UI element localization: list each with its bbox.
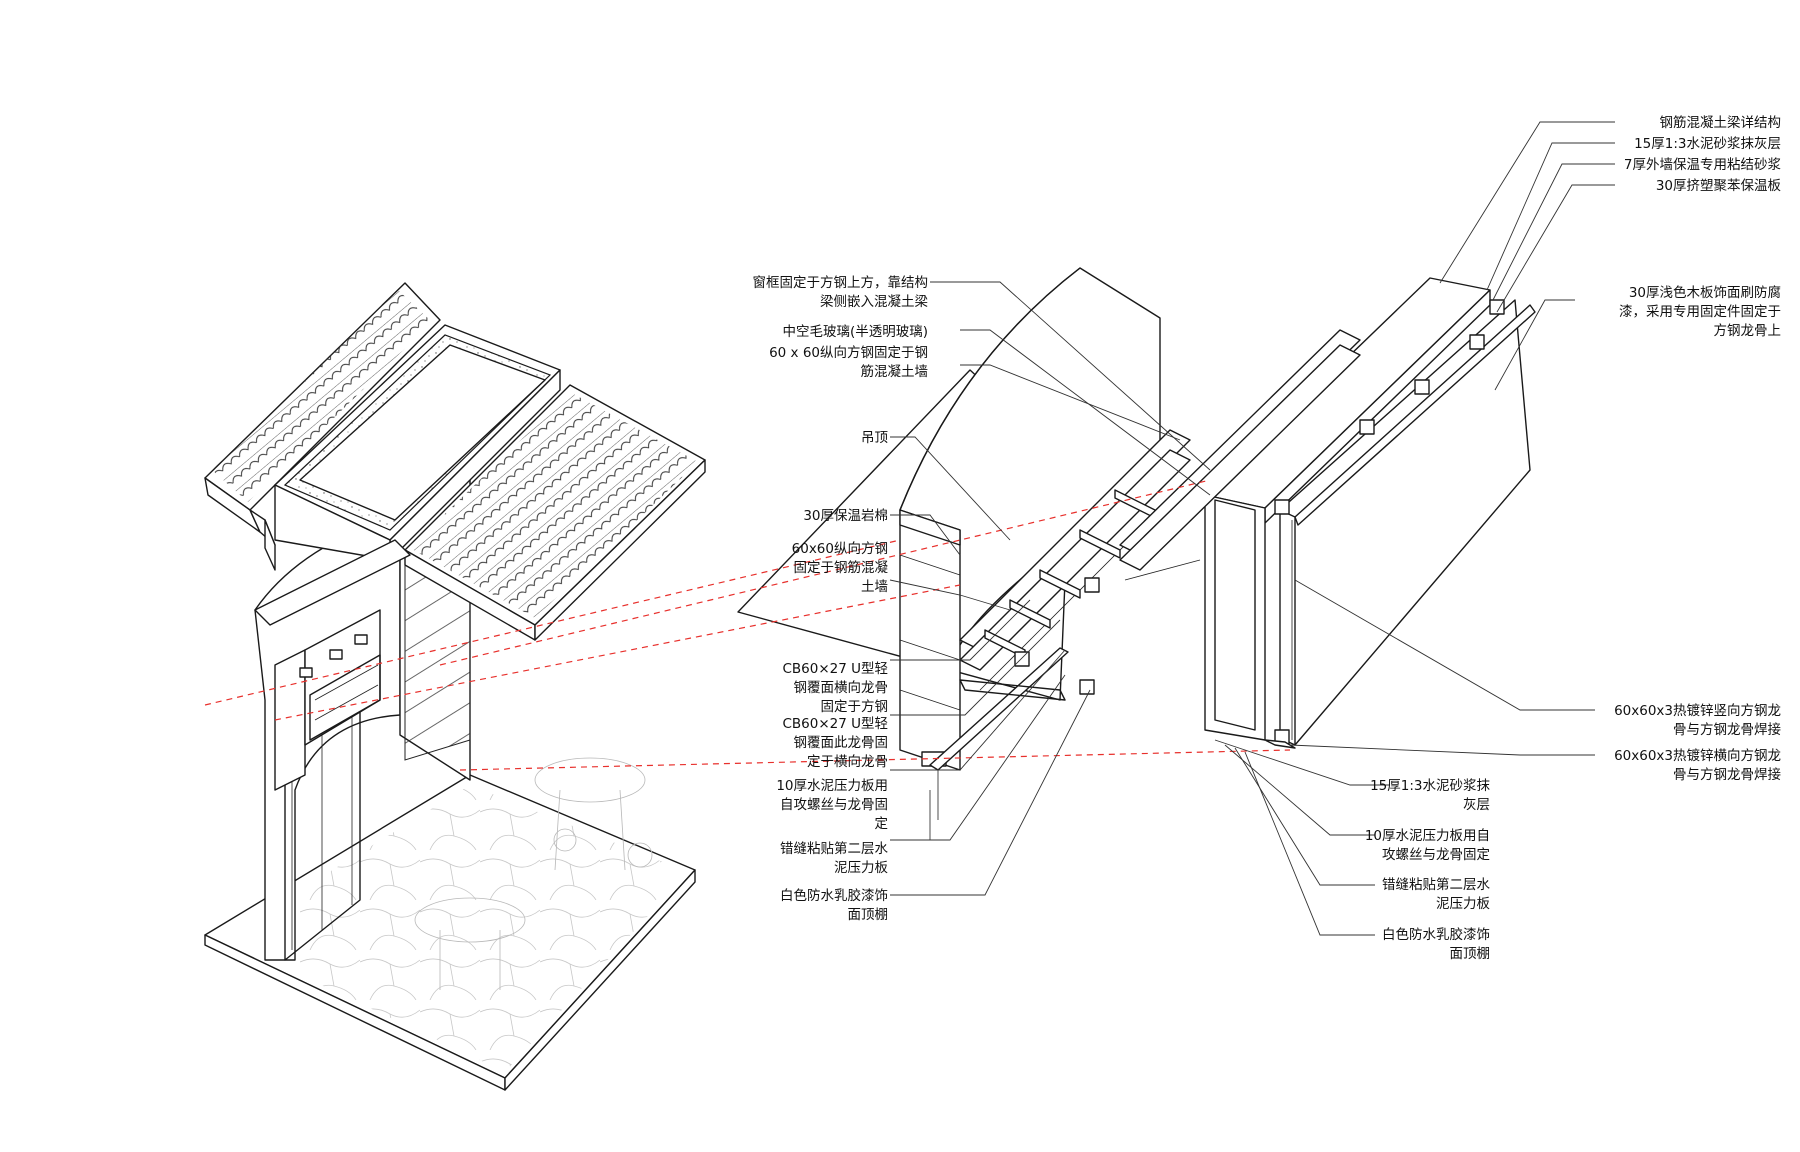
insulation-block xyxy=(899,509,961,771)
labels-right-top-3: 30厚挤塑聚苯保温板 xyxy=(1656,178,1782,194)
cement-board xyxy=(929,647,1069,771)
labels-right-bottom-3: 白色防水乳胶漆饰面顶棚 xyxy=(1382,926,1490,962)
labels-right-steel-1: 60x60x3热镀锌横向方钢龙骨与方钢龙骨焊接 xyxy=(1614,747,1781,783)
skylight-box xyxy=(274,324,561,561)
ceiling-section-axonometric xyxy=(737,267,1191,840)
labels-middle-2: 60 x 60纵向方钢固定于钢筋混凝土墙 xyxy=(769,345,928,380)
labels-right-top-1: 15厚1:3水泥砂浆抹灰层 xyxy=(1634,136,1781,152)
labels-middle-3: 吊顶 xyxy=(861,430,888,446)
labels-right-steel: 60x60x3热镀锌竖向方钢龙骨与方钢龙骨焊接 60x60x3热镀锌横向方钢龙骨与… xyxy=(1614,702,1781,783)
labels-middle-7: CB60×27 U型轻钢覆面此龙骨固定于横向龙骨 xyxy=(782,716,888,770)
labels-right-bottom-1: 10厚水泥压力板用自攻螺丝与龙骨固定 xyxy=(1365,828,1490,863)
leader-lines xyxy=(889,121,1615,936)
labels-right-bottom-2: 错缝粘贴第二层水泥压力板 xyxy=(1382,876,1490,912)
labels-right-wood: 30厚浅色木板饰面刷防腐漆，采用专用固定件固定于方钢龙骨上 xyxy=(1619,284,1781,339)
labels-right-bottom: 15厚1:3水泥砂浆抹灰层 10厚水泥压力板用自攻螺丝与龙骨固定错缝粘贴第二层水泥… xyxy=(1365,778,1491,962)
labels-middle-4: 30厚保温岩棉 xyxy=(803,508,888,524)
labels-middle-6: CB60×27 U型轻钢覆面横向龙骨固定于方钢 xyxy=(782,661,888,715)
labels-right-steel-0: 60x60x3热镀锌竖向方钢龙骨与方钢龙骨焊接 xyxy=(1614,702,1781,738)
labels-middle-5: 60x60纵向方钢固定于钢筋混凝土墙 xyxy=(792,541,889,595)
roof-left xyxy=(204,282,441,571)
house-axonometric xyxy=(204,282,706,1091)
labels-right-top-0: 钢筋混凝土梁详结构 xyxy=(1660,114,1782,131)
window-box xyxy=(274,609,381,791)
steel-studs xyxy=(1274,299,1505,745)
labels-right-top-2: 7厚外墙保温专用粘结砂浆 xyxy=(1624,157,1782,173)
roof-right xyxy=(404,384,706,641)
labels-middle-1: 中空毛玻璃(半透明玻璃) xyxy=(782,323,928,340)
labels-right-wood-0: 30厚浅色木板饰面刷防腐漆，采用专用固定件固定于方钢龙骨上 xyxy=(1619,284,1781,339)
back-wall xyxy=(1204,494,1266,741)
labels-middle-0: 窗框固定于方钢上方，靠结构梁侧嵌入混凝土梁 xyxy=(753,274,929,310)
furniture-sketch xyxy=(414,757,653,990)
wood-cladding xyxy=(1279,299,1536,746)
projection-lines xyxy=(204,479,1291,771)
labels-middle-8: 10厚水泥压力板用自攻螺丝与龙骨固定 xyxy=(776,778,888,832)
floor-stone-paving xyxy=(300,785,688,1072)
wall-section-axonometric xyxy=(1119,277,1536,749)
wall-top xyxy=(254,539,411,626)
labels-right-bottom-0: 15厚1:3水泥砂浆抹灰层 xyxy=(1370,778,1490,813)
steel-joists xyxy=(959,429,1191,695)
labels-right-top: 钢筋混凝土梁详结构 15厚1:3水泥砂浆抹灰层 7厚外墙保温专用粘结砂浆 30厚挤塑聚… xyxy=(1624,114,1782,194)
labels-middle-9: 错缝粘贴第二层水泥压力板 xyxy=(780,840,888,876)
labels-middle-10: 白色防水乳胶漆饰面顶棚 xyxy=(780,887,888,923)
